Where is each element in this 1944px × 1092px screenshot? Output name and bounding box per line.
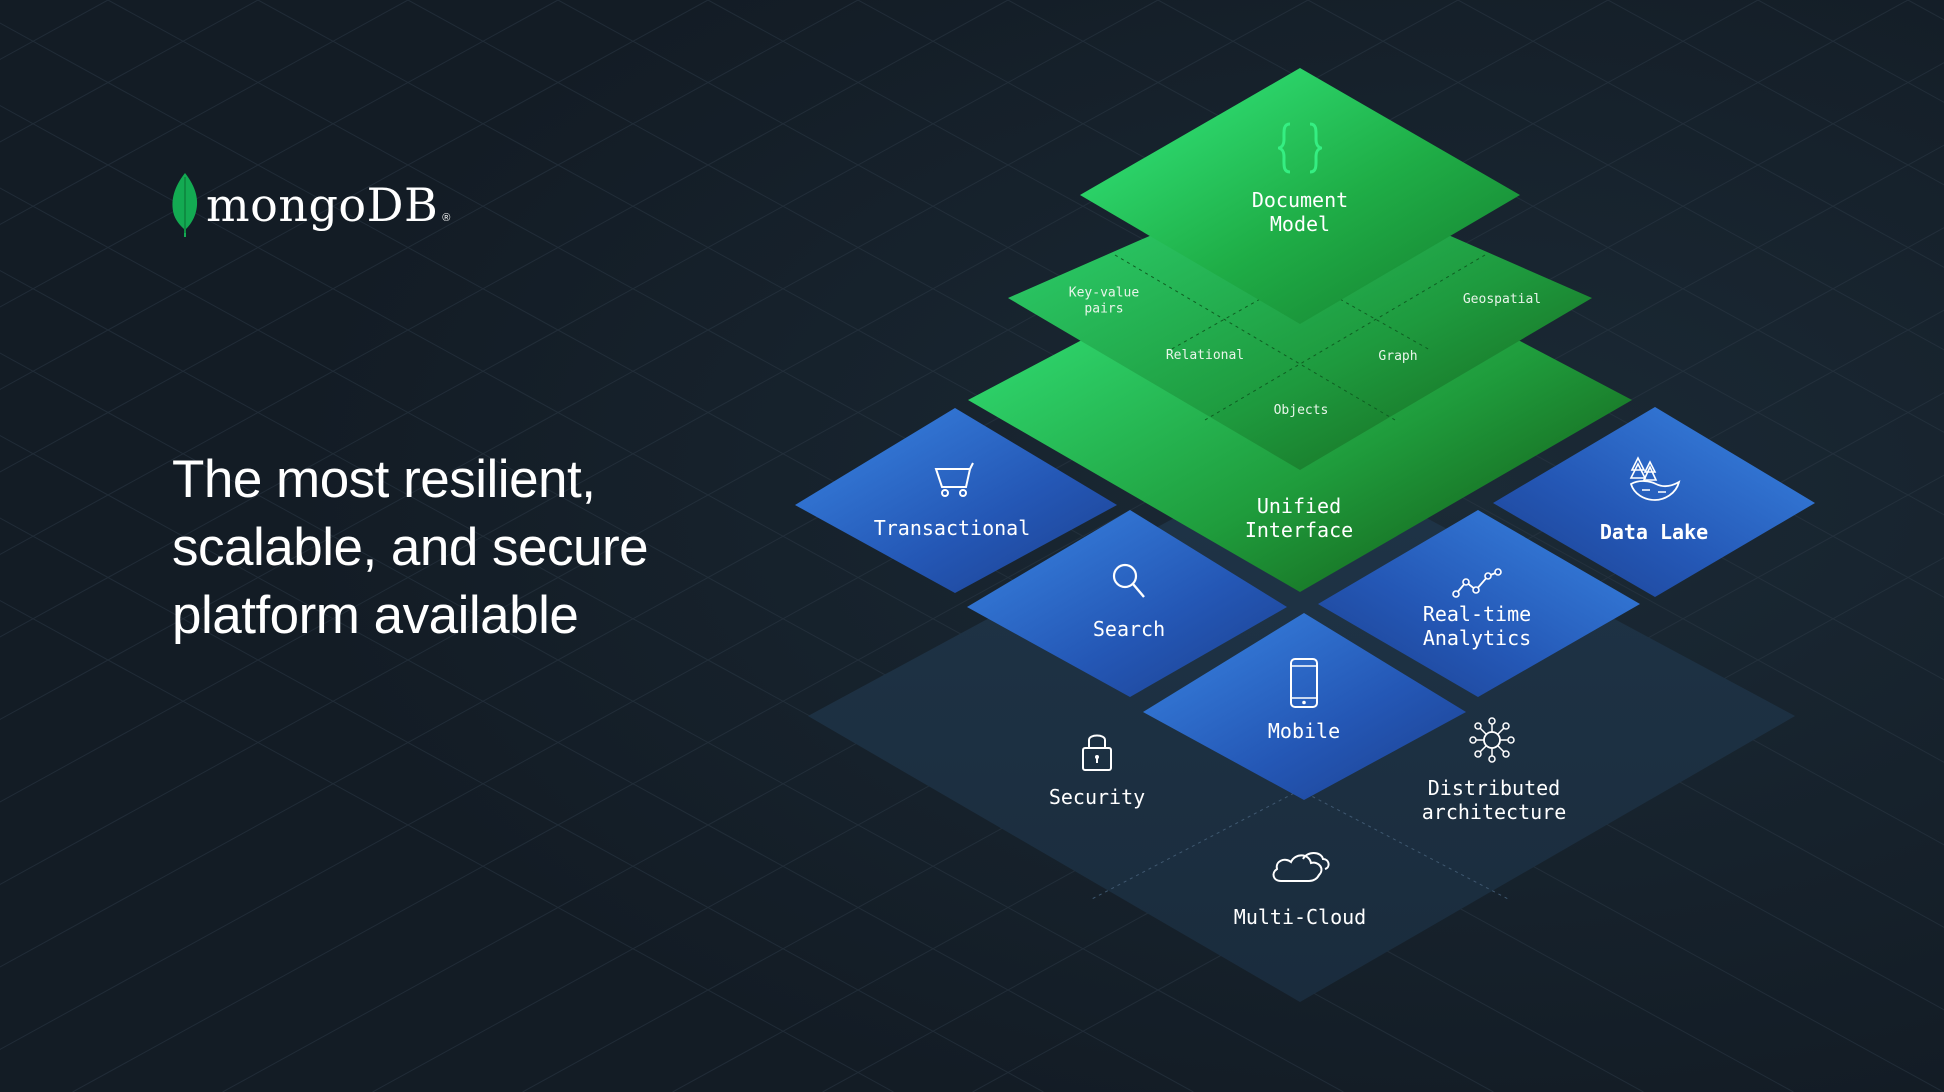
data-model-graph-label: Graph [1378,349,1418,365]
phone-icon [1290,658,1318,708]
magnifier-icon [1112,563,1145,598]
headline: The most resilient, scalable, and secure… [172,446,812,650]
data-model-geospatial-label: Geospatial [1462,292,1542,308]
document-model-layer [1080,68,1520,324]
lock-icon [1082,734,1112,771]
document-model-label: Document Model [1251,188,1349,236]
security-label: Security [1048,785,1146,809]
tile-transactional [795,408,1117,593]
cart-icon [934,462,974,497]
data-lake-label: Data Lake [1599,520,1709,544]
transactional-label: Transactional [873,516,1031,540]
headline-line: The most resilient, [172,450,596,509]
tile-data-lake [1493,407,1815,597]
curly-braces-icon [1278,122,1322,174]
mobile-label: Mobile [1267,719,1341,743]
logo-text: mongoDB [206,178,439,232]
base-dividers [1089,789,1511,901]
data-model-objects-label: Objects [1273,403,1329,419]
multi-cloud-label: Multi-Cloud [1233,905,1367,929]
headline-line: platform available [172,586,579,645]
distributed-architecture-label: Distributed architecture [1421,776,1567,824]
data-model-relational-label: Relational [1165,348,1245,364]
tile-real-time-analytics [1318,510,1640,697]
light-beams [1254,0,1349,100]
tile-search [967,510,1287,697]
leaf-icon [172,173,198,237]
cloud-icon [1272,852,1330,882]
network-icon [1469,717,1515,763]
mongodb-logo: mongoDB ® [168,170,450,240]
headline-line: scalable, and secure [172,518,649,577]
search-label: Search [1092,617,1166,641]
unified-interface-label: Unified Interface [1244,494,1354,542]
real-time-analytics-label: Real-time Analytics [1422,602,1532,650]
registered-mark: ® [442,212,451,224]
lake-icon [1629,456,1681,501]
data-model-key-value-label: Key-value pairs [1068,285,1140,316]
chart-line-icon [1452,568,1502,598]
